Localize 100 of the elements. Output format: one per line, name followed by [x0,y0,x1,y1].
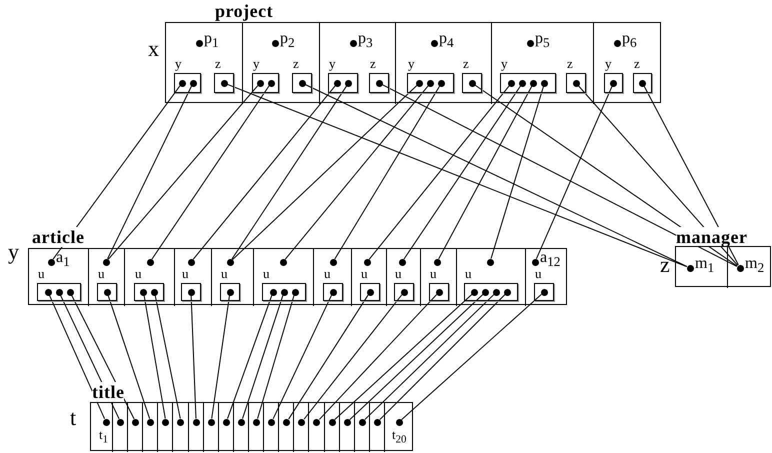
variable-label: x [148,37,159,61]
object-dot [117,418,124,426]
object-dot [434,258,440,266]
attribute-label: z [634,57,640,71]
object-id-label: t$_{1}$ [99,427,108,448]
object-dot [328,418,336,426]
reference-dot [493,288,500,296]
object-dot [313,418,320,426]
object-dot [330,258,336,266]
object-dot [102,258,110,266]
object-dot [736,264,744,272]
reference-dot [178,80,186,86]
attribute-label: z [463,57,469,71]
object-dot [177,418,184,426]
connector-line [334,86,440,260]
attribute-label: y [329,57,336,71]
object-dot [48,258,54,266]
reference-dot [220,80,228,86]
connector-line [334,294,472,420]
object-dot [226,258,234,266]
object-dot [283,418,290,426]
object-dot [532,258,538,266]
attribute-label: y [175,57,182,71]
connector-line [349,294,484,420]
connector-line [107,86,192,260]
object-id-label: p$_{6}$ [622,30,637,52]
reference-dot [280,288,288,296]
object-id-label: p$_{2}$ [280,30,295,52]
object-dot [208,418,215,426]
connector-line [368,85,510,260]
object-id-label: p$_{1}$ [204,30,219,52]
connector-line [231,85,348,260]
attribute-label: u [361,267,368,281]
reference-dot [400,288,408,296]
connector-line [438,86,532,260]
reference-dot [66,288,74,296]
connector-line [379,294,506,420]
object-dot [358,418,366,426]
object-dot [253,418,260,426]
attribute-label: z [293,57,299,71]
reference-dot [292,288,298,296]
object-dot [222,418,230,426]
reference-dot [482,288,489,296]
connector-line [151,85,270,260]
reference-dot [190,80,196,86]
attribute-label: u [430,267,436,281]
table-title: article [32,227,84,247]
connector-line [190,295,196,419]
attribute-label: u [465,267,472,281]
reference-dot [44,288,52,296]
object-id-label: a$_{12}$ [540,249,560,272]
object-dot [430,40,438,46]
object-dot [280,258,286,266]
object-dot [374,418,381,426]
connector-line [227,294,272,420]
attribute-label: u [324,267,330,281]
connector-line [284,85,429,260]
object-dot [298,418,306,426]
connector-line [403,85,522,260]
reference-dot [188,288,194,296]
attribute-label: u [263,267,270,281]
object-dot [102,418,110,426]
reference-dot [268,80,274,86]
attribute-label: u [135,267,142,281]
reference-dot [330,288,336,296]
object-dot [364,258,370,266]
table-title: manager [676,227,748,247]
attribute-label: u [535,267,542,281]
reference-dot [530,80,537,86]
reference-dot [427,80,434,86]
attribute-label: z [370,57,376,71]
attribute-label: u [182,267,188,281]
object-dot [238,418,245,426]
attribute-label: y [253,57,260,71]
attribute-label: y [605,57,612,71]
object-id-label: m$_{1}$ [695,255,714,278]
object-dot [686,264,694,272]
reference-dot [468,80,476,86]
reference-dot [519,80,526,86]
variable-label: t [70,406,76,430]
connector-line [490,86,544,260]
object-dot [614,40,620,46]
object-id-label: p$_{5}$ [535,30,550,52]
object-dot [132,418,140,426]
connector-line [52,85,180,260]
reference-dot [151,288,158,296]
variable-label: z [660,253,670,277]
connector-line [154,294,181,420]
reference-dot [345,80,352,86]
reference-dot [226,288,234,296]
reference-dot [140,288,147,296]
attribute-label: u [98,267,104,281]
attribute-label: y [408,57,414,71]
reference-dot [436,288,442,296]
object-id-label: t$_{20}$ [392,427,406,448]
object-id-label: p$_{4}$ [439,30,454,52]
reference-dot [366,288,374,296]
object-id-label: p$_{3}$ [358,30,373,52]
object-dot [396,418,402,426]
connector-line [232,84,418,260]
